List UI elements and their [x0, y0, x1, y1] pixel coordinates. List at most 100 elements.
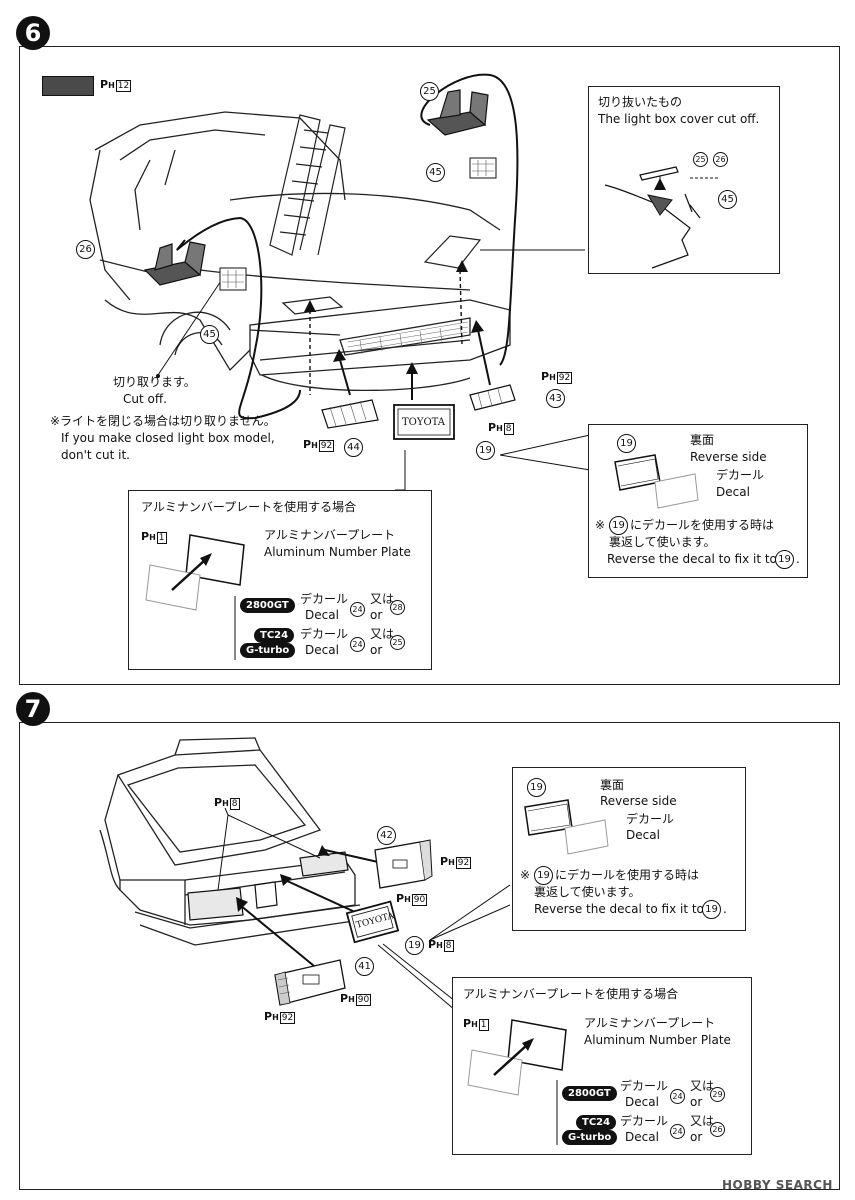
step6-decal-en-a: Decal [305, 608, 339, 622]
step7-rev-note-en: Reverse the decal to fix it to [534, 902, 704, 916]
step7-badge-tc24: TC24 [576, 1115, 617, 1130]
step7-part-19: 19 [405, 936, 424, 955]
step6-decal-en-b: Decal [305, 643, 339, 657]
part-45-label: 45 [200, 325, 219, 344]
step7-decal-jp-a: デカール [620, 1079, 669, 1093]
note-closed-en-1: If you make closed light box model, [61, 431, 275, 445]
step6-al-p24-b: 24 [350, 637, 365, 652]
step6-rev-note-jp-1-text: にデカールを使用する時は [630, 518, 775, 532]
step6-badge-2800gt: 2800GT [240, 598, 295, 613]
step6-al-title: アルミナンバープレートを使用する場合 [141, 500, 357, 514]
step6-reverse-jp: 裏面 [690, 433, 715, 447]
step7-or-jp-a: 又は [690, 1079, 715, 1093]
step7-decal-jp: デカール [626, 812, 675, 826]
cutout-title-jp: 切り抜いたもの [598, 95, 683, 109]
part-25-label: 25 [420, 82, 439, 101]
step7-al-p29: 29 [710, 1087, 725, 1102]
step6-al-p25: 25 [390, 635, 405, 650]
step7-reverse-jp: 裏面 [600, 778, 625, 792]
step6-al-p24-a: 24 [350, 602, 365, 617]
step6-decal-jp: デカール [716, 468, 765, 482]
step7-part-42: 42 [377, 826, 396, 845]
cutoff-jp: 切り取ります。 [113, 375, 196, 389]
step7-decal-en: Decal [626, 828, 660, 842]
step6-decal-jp-a: デカール [300, 592, 349, 606]
step7-rev-part-19: 19 [527, 778, 546, 797]
step7-or-jp-b: 又は [690, 1114, 715, 1128]
part-44-label: 44 [344, 438, 363, 457]
watermark: HOBBY SEARCH [722, 1178, 833, 1192]
step6-rev-note-en: Reverse the decal to fix it to [607, 552, 777, 566]
paint-swatch [42, 76, 94, 96]
part-43-label: 43 [546, 389, 565, 408]
step7-rev-note-en-19: 19 [702, 900, 721, 919]
step6-rev-note-jp-2: 裏返して使います。 [609, 535, 716, 549]
note-closed-en-2: don't cut it. [61, 448, 130, 462]
step6-al-p28: 28 [390, 600, 405, 615]
step6-badge-tc24: TC24 [254, 628, 295, 643]
step7-decal-en-b: Decal [625, 1130, 659, 1144]
step6-rev-part-19: 19 [617, 434, 636, 453]
step7-or-en-a: or [690, 1095, 703, 1109]
step7-rev-note-jp-2: 裏返して使います。 [534, 885, 641, 899]
step7-al-plate-jp: アルミナンバープレート [584, 1016, 716, 1030]
step6-decal-en: Decal [716, 485, 750, 499]
step6-rev-note-jp-1: ※ [595, 518, 606, 532]
step7-rev-note-jp-1: にデカールを使用する時は [555, 868, 700, 882]
step6-reverse-en: Reverse side [690, 450, 767, 464]
step7-badge-2800gt: 2800GT [562, 1086, 617, 1101]
cutout-part-45: 45 [718, 190, 737, 209]
step6-or-jp-a: 又は [370, 592, 395, 606]
step6-plate-text: TOYOTA [402, 417, 446, 428]
step6-decal-jp-b: デカール [300, 627, 349, 641]
step7-rev-note-period: . [723, 902, 727, 916]
note-closed-jp: ※ライトを閉じる場合は切り取りません。 [50, 414, 276, 428]
step6-rev-note-en-19: 19 [775, 550, 794, 569]
step7-al-title: アルミナンバープレートを使用する場合 [463, 987, 679, 1001]
cutout-part-25: 25 [693, 152, 708, 167]
step7-al-plate-en: Aluminum Number Plate [584, 1033, 731, 1047]
step6-rev-note-period: . [796, 552, 800, 566]
part-45-label-b: 45 [426, 163, 445, 182]
step6-or-en-b: or [370, 643, 383, 657]
part-26-label: 26 [76, 240, 95, 259]
step6-or-en-a: or [370, 608, 383, 622]
step6-al-plate-jp: アルミナンバープレート [264, 528, 396, 542]
step7-badge-gturbo: G-turbo [562, 1130, 618, 1145]
step7-rev-note-19: 19 [534, 866, 553, 885]
step7-or-en-b: or [690, 1130, 703, 1144]
cutoff-en: Cut off. [123, 392, 167, 406]
step7-rev-note-mark: ※ [520, 868, 531, 882]
step7-decal-en-a: Decal [625, 1095, 659, 1109]
step7-al-p24-a: 24 [670, 1089, 685, 1104]
part-19-label: 19 [476, 441, 495, 460]
step6-rev-note-19: 19 [609, 516, 628, 535]
step-6-number: 6 [16, 16, 50, 50]
step7-al-p24-b: 24 [670, 1124, 685, 1139]
step7-decal-jp-b: デカール [620, 1114, 669, 1128]
cutout-title-en: The light box cover cut off. [598, 112, 760, 126]
step-7-number: 7 [16, 692, 50, 726]
cutout-detail-box [588, 86, 780, 274]
step6-al-plate-en: Aluminum Number Plate [264, 545, 411, 559]
step7-al-p26: 26 [710, 1122, 725, 1137]
cutout-part-26: 26 [713, 152, 728, 167]
